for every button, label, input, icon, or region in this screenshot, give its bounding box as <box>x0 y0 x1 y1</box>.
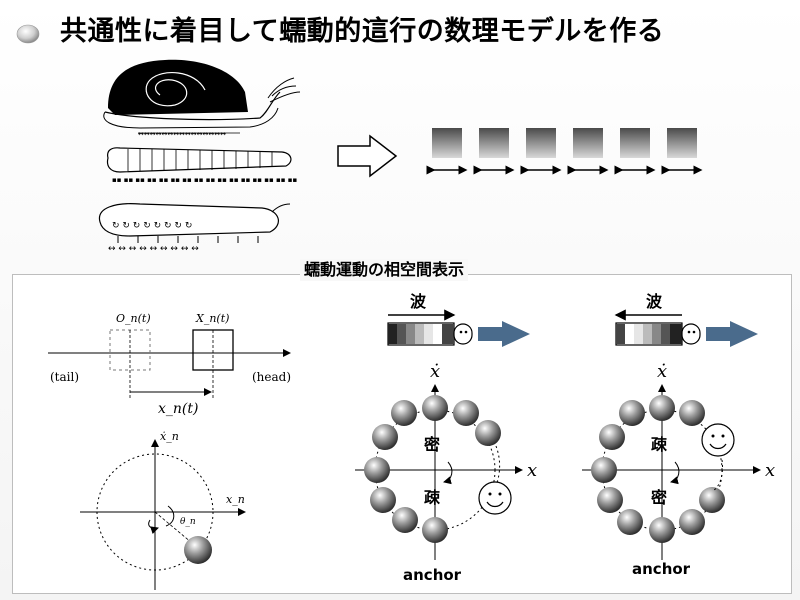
segment-model <box>426 128 703 175</box>
segment-block <box>479 128 509 158</box>
svg-text:▪▪ ▪▪ ▪▪ ▪▪ ▪▪ ▪▪ ▪▪ ▪▪ ▪▪ ▪▪: ▪▪ ▪▪ ▪▪ ▪▪ ▪▪ ▪▪ ▪▪ ▪▪ ▪▪ ▪▪ ▪▪ ▪▪ ▪▪ ▪… <box>112 176 297 184</box>
snail-icon: ↔↔↔↔↔↔↔↔↔↔↔↔↔↔↔ <box>103 59 301 138</box>
anchor-label-middle: anchor <box>403 566 462 584</box>
segment-block <box>526 128 556 158</box>
o-label: O_n(t) <box>116 312 151 325</box>
theta-label: θ_n <box>180 517 196 527</box>
xdot-axis-label: ẋ_n <box>160 430 179 443</box>
caterpillar-icon: ▪▪ ▪▪ ▪▪ ▪▪ ▪▪ ▪▪ ▪▪ ▪▪ ▪▪ ▪▪ ▪▪ ▪▪ ▪▪ ▪… <box>106 147 297 184</box>
page-title: 共通性に着目して蠕動的這行の数理モデルを作る <box>60 16 665 47</box>
segmented-worm-middle <box>387 322 473 346</box>
tail-label: (tail) <box>50 370 79 384</box>
phase-ball <box>184 536 212 564</box>
head-label: (head) <box>252 370 291 384</box>
svg-text:↻ ↻ ↻ ↻ ↻ ↻ ↻ ↻: ↻ ↻ ↻ ↻ ↻ ↻ ↻ ↻ <box>112 221 192 231</box>
middle-panel: 波 <box>355 292 537 584</box>
segmented-worm-right <box>615 322 701 346</box>
segment-block <box>432 128 462 158</box>
smiley-icon <box>701 423 735 457</box>
wave-label-right: 波 <box>646 292 663 311</box>
segment-block <box>620 128 650 158</box>
x-label: X_n(t) <box>195 312 229 325</box>
phase-circle-diagram: ẋ_n x_n θ_n <box>80 430 246 590</box>
wave-label-middle: 波 <box>410 292 427 311</box>
smiley-icon <box>478 481 512 515</box>
xdot-label-middle: ẋ <box>430 361 440 382</box>
segment-block <box>667 128 697 158</box>
right-panel: 波 <box>582 292 775 578</box>
earthworm-icon: ↻ ↻ ↻ ↻ ↻ ↻ ↻ ↻ ↔ ↔ ↔ ↔ ↔ ↔ ↔ ↔ ↔ <box>98 203 291 254</box>
phase-balls-middle <box>364 395 501 543</box>
sparse-label-middle: 疎 <box>424 488 441 507</box>
sparse-label-right: 疎 <box>651 435 668 454</box>
xdot-label-right: ẋ <box>657 361 667 382</box>
phase-balls-right <box>591 395 725 543</box>
x-axis-label: x_n <box>226 493 245 506</box>
svg-text:↔↔↔↔↔↔↔↔↔↔↔↔↔↔↔: ↔↔↔↔↔↔↔↔↔↔↔↔↔↔↔ <box>138 130 226 138</box>
svg-text:↔ ↔ ↔ ↔ ↔ ↔ ↔ ↔ ↔: ↔ ↔ ↔ ↔ ↔ ↔ ↔ ↔ ↔ <box>108 244 199 254</box>
x-label-right: x <box>765 460 775 481</box>
dense-label-right: 密 <box>650 488 667 507</box>
position-diagram: O_n(t) X_n(t) (tail) (head) x_n(t) <box>48 312 291 417</box>
upper-diagram: ↔↔↔↔↔↔↔↔↔↔↔↔↔↔↔ ▪▪ ▪▪ ▪▪ ▪▪ ▪▪ ▪▪ ▪▪ ▪▪ … <box>98 59 703 254</box>
phase-space-label: 蠕動運動の相空間表示 <box>300 259 469 281</box>
movement-arrow-icon <box>706 321 758 347</box>
segment-block <box>573 128 603 158</box>
movement-arrow-icon <box>478 321 530 347</box>
dense-label-middle: 密 <box>423 435 440 454</box>
bullet-sphere-icon <box>16 24 40 44</box>
right-hollow-arrow-icon <box>337 134 398 178</box>
distance-label: x_n(t) <box>158 401 198 417</box>
x-label-middle: x <box>527 460 537 481</box>
anchor-label-right: anchor <box>632 560 691 578</box>
